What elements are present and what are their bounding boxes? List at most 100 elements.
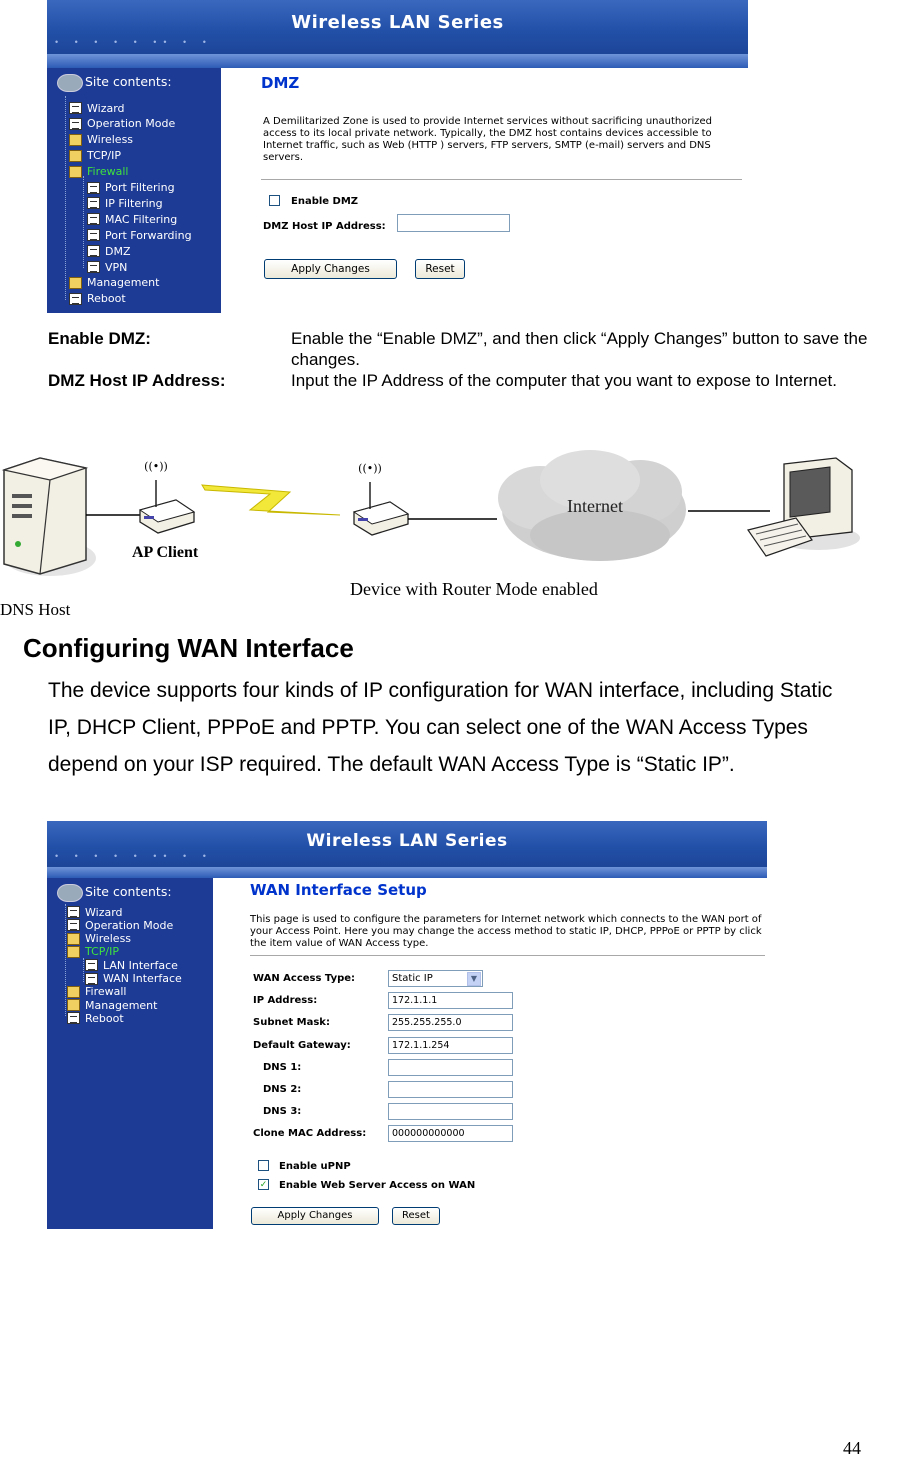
enable-upnp-checkbox[interactable]: [258, 1160, 269, 1171]
sidebar-item-vpn[interactable]: VPN: [87, 260, 127, 274]
apply-changes-button[interactable]: Apply Changes: [264, 259, 397, 279]
sidebar-item-wizard[interactable]: Wizard: [67, 905, 123, 919]
router-icon: [352, 482, 410, 536]
sidebar-item-tcp-ip[interactable]: TCP/IP: [69, 149, 121, 163]
page-icon: [87, 245, 100, 258]
folder-icon: [69, 165, 82, 178]
field-value: Static IP: [392, 973, 433, 984]
ip-address-label: IP Address:: [253, 995, 318, 1007]
sidebar-item-firewall[interactable]: Firewall: [67, 985, 126, 999]
folder-icon: [67, 945, 80, 958]
sidebar-item-label: Port Filtering: [105, 181, 175, 194]
field-value: 000000000000: [392, 1128, 465, 1140]
page-icon: [67, 919, 80, 932]
sidebar-item-reboot[interactable]: Reboot: [67, 1011, 124, 1025]
sidebar-item-label: Wizard: [85, 905, 123, 919]
page-icon: [85, 959, 98, 972]
sidebar-item-management[interactable]: Management: [67, 998, 157, 1012]
wan-access-type-select[interactable]: Static IP ▼: [388, 970, 483, 987]
page-title: WAN Interface Setup: [250, 881, 427, 899]
dns-3-input[interactable]: [388, 1103, 513, 1121]
wan-access-type-label: WAN Access Type:: [253, 973, 356, 984]
folder-icon: [69, 133, 82, 146]
sidebar-item-label: Wireless: [87, 133, 134, 147]
enable-dmz-checkbox[interactable]: [269, 195, 280, 206]
sidebar-item-label: Operation Mode: [85, 918, 174, 932]
network-diagram: ((•)) ((•)) Internet: [0, 440, 911, 625]
computer-icon: [747, 457, 860, 557]
clone-mac-address-input[interactable]: 000000000000: [388, 1125, 513, 1143]
sidebar-item-label: Wizard: [87, 101, 125, 115]
def-desc: Input the IP Address of the computer tha…: [291, 371, 837, 390]
reset-button[interactable]: Reset: [415, 259, 465, 279]
banner: Wireless LAN Series • • • • • •• • •: [47, 0, 748, 68]
dmz-host-ip-input[interactable]: [397, 214, 510, 232]
content-pane: DMZ A Demilitarized Zone is used to prov…: [221, 68, 748, 313]
folder-icon: [67, 932, 80, 945]
page-icon: [69, 117, 82, 130]
sidebar-item-wireless[interactable]: Wireless: [69, 133, 133, 147]
banner: Wireless LAN Series • • • • • •• • •: [47, 821, 767, 878]
subnet-mask-input[interactable]: 255.255.255.0: [388, 1014, 513, 1032]
sidebar-item-label: Port Forwarding: [105, 228, 192, 242]
default-gateway-input[interactable]: 172.1.1.254: [388, 1036, 513, 1054]
page-icon: [87, 213, 100, 226]
chevron-down-icon[interactable]: ▼: [467, 972, 481, 986]
sidebar-item-port-filtering[interactable]: Port Filtering: [87, 181, 175, 195]
field-value: 172.1.1.1: [392, 995, 438, 1007]
sidebar-item-label: Reboot: [87, 292, 126, 306]
sidebar-header: Site contents:: [85, 884, 172, 899]
def-term: Enable DMZ:: [48, 329, 151, 348]
sidebar-item-operation-mode[interactable]: Operation Mode: [67, 918, 173, 932]
sidebar-item-label: Wireless: [85, 932, 132, 946]
sidebar-item-ip-filtering[interactable]: IP Filtering: [87, 196, 163, 210]
page-title: DMZ: [261, 74, 300, 92]
sidebar-item-firewall[interactable]: Firewall: [69, 165, 128, 179]
sidebar-item-mac-filtering[interactable]: MAC Filtering: [87, 212, 177, 226]
enable-web-server-access-on-wan-label: Enable Web Server Access on WAN: [279, 1180, 476, 1191]
sidebar-item-operation-mode[interactable]: Operation Mode: [69, 117, 175, 131]
sidebar-item-wan-interface[interactable]: WAN Interface: [85, 972, 182, 986]
divider: [261, 179, 742, 180]
sidebar-item-label: VPN: [105, 260, 128, 274]
sidebar-item-label: Management: [85, 998, 158, 1012]
sidebar-item-port-forwarding[interactable]: Port Forwarding: [87, 228, 192, 242]
wan-screenshot: Wireless LAN Series • • • • • •• • • Sit…: [47, 821, 767, 1229]
enable-dmz-label: Enable DMZ: [291, 196, 359, 207]
section-heading: Configuring WAN Interface: [23, 633, 354, 663]
folder-icon: [69, 149, 82, 162]
page-description: A Demilitarized Zone is used to provide …: [263, 116, 712, 163]
sidebar-item-wireless[interactable]: Wireless: [67, 932, 131, 946]
router-wifi-icon: ((•)): [358, 462, 382, 475]
dmz-host-ip-label: DMZ Host IP Address:: [263, 221, 386, 232]
sidebar-item-label: Reboot: [85, 1011, 124, 1025]
sidebar-item-tcp-ip[interactable]: TCP/IP: [67, 945, 119, 959]
sidebar-item-wizard[interactable]: Wizard: [69, 101, 125, 115]
def-row-enable-dmz: Enable DMZ: Enable the “Enable DMZ”, and…: [48, 328, 911, 370]
ap-client-label: AP Client: [132, 544, 199, 561]
page-description: This page is used to configure the param…: [250, 914, 762, 949]
internet-cloud-icon: [498, 450, 686, 561]
enable-web-server-access-on-wan-checkbox[interactable]: ✓: [258, 1179, 269, 1190]
reset-button[interactable]: Reset: [392, 1207, 440, 1225]
dns-2-input[interactable]: [388, 1081, 513, 1098]
dns-1-input[interactable]: [388, 1058, 513, 1076]
page-icon: [87, 181, 100, 194]
page-icon: [87, 261, 100, 273]
clone-mac-address-label: Clone MAC Address:: [253, 1128, 367, 1140]
banner-title: Wireless LAN Series: [306, 831, 508, 851]
def-term: DMZ Host IP Address:: [48, 371, 226, 390]
ip-address-input[interactable]: 172.1.1.1: [388, 992, 513, 1010]
dns-2-label: DNS 2:: [263, 1084, 302, 1095]
page-number: 44: [843, 1438, 861, 1458]
divider: [250, 955, 765, 956]
sidebar-item-lan-interface[interactable]: LAN Interface: [85, 958, 178, 972]
sidebar-item-management[interactable]: Management: [69, 276, 159, 290]
sidebar-item-reboot[interactable]: Reboot: [69, 292, 126, 306]
field-value: 172.1.1.254: [392, 1039, 450, 1051]
apply-changes-button[interactable]: Apply Changes: [251, 1207, 379, 1225]
globe-icon: [57, 884, 83, 902]
sidebar-item-dmz[interactable]: DMZ: [87, 244, 131, 258]
sidebar-item-label: DMZ: [105, 244, 131, 258]
